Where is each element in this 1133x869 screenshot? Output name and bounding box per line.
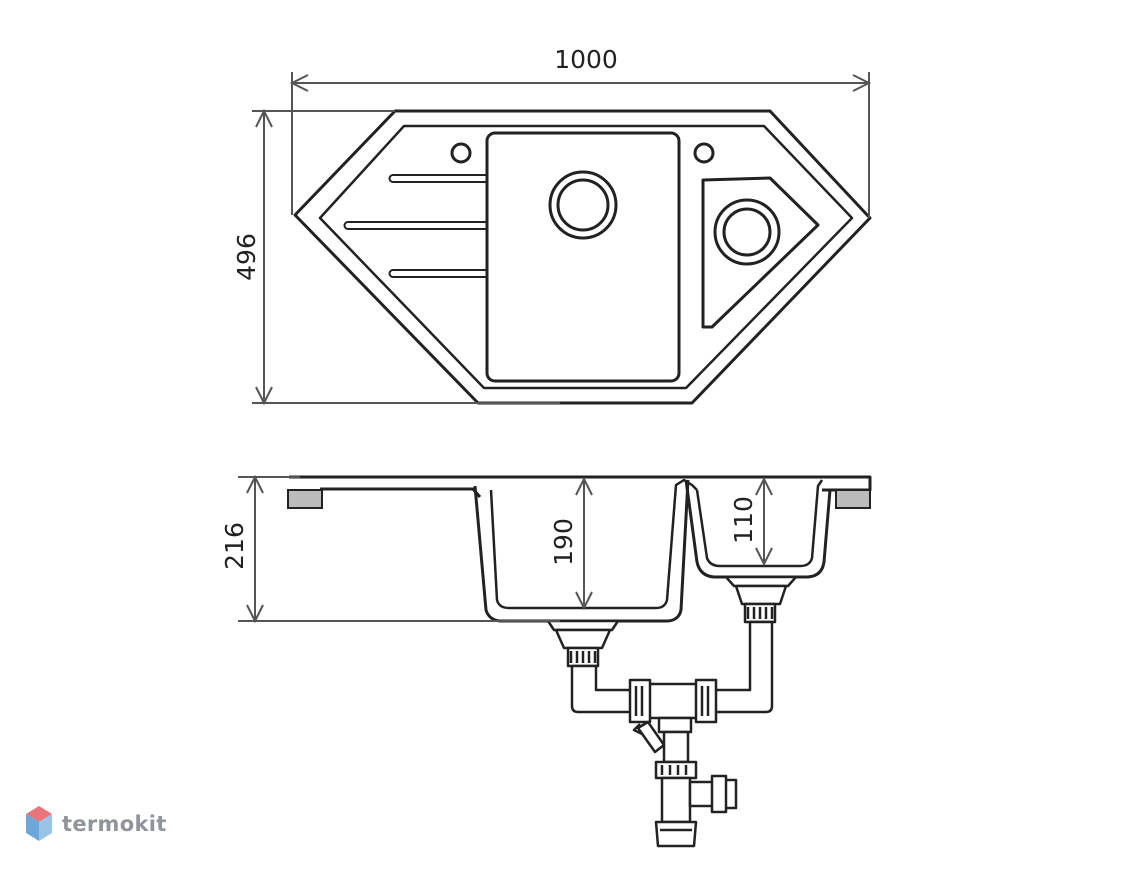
small-drain-body — [734, 584, 788, 606]
tap-hole-left — [450, 142, 472, 164]
main-bowl-outer-profile — [473, 479, 690, 623]
trap-outlet-nut — [710, 774, 728, 814]
foot-left — [287, 489, 323, 509]
bottle-trap-body — [660, 776, 692, 824]
down-pipe-nut — [657, 716, 693, 734]
small-bowl — [701, 176, 820, 329]
main-drain-fitting — [546, 619, 620, 632]
logo-text: termokit — [62, 812, 167, 836]
small-drain-fitting — [724, 575, 798, 588]
main-bowl-depth-dimension — [575, 476, 593, 611]
siphon-assembly — [546, 575, 798, 848]
small-bowl-inner-profile — [695, 479, 824, 568]
drainboard-groove-bottom — [388, 269, 487, 278]
termokit-logo-icon — [26, 806, 52, 841]
main-drain-outer — [548, 170, 618, 240]
down-pipe — [662, 730, 690, 764]
main-bowl — [485, 131, 681, 383]
main-drain-body — [554, 628, 612, 650]
tee-ring-right — [694, 678, 718, 724]
depth-dimension — [252, 108, 560, 406]
height-dimension — [238, 474, 560, 624]
sink-inner-rim — [318, 124, 854, 390]
trap-bottom-cap — [654, 820, 698, 848]
main-drain-inner — [556, 178, 610, 232]
foot-right — [835, 489, 871, 509]
drainboard-groove-top — [388, 174, 487, 183]
termokit-logo: termokit — [24, 805, 167, 843]
sink-outer-contour — [293, 109, 872, 405]
width-label: 1000 — [554, 45, 618, 74]
height-label: 216 — [220, 522, 249, 570]
tee-ring-left — [628, 678, 652, 724]
tap-hole-right — [693, 142, 715, 164]
drainboard-profile — [320, 487, 482, 498]
drainboard-groove-middle — [343, 221, 487, 230]
dishwasher-nozzle — [636, 720, 666, 754]
width-dimension — [289, 72, 872, 218]
small-drain-outer — [713, 198, 781, 266]
top-view — [293, 109, 872, 405]
small-drain-inner — [722, 207, 772, 257]
depth-label: 496 — [232, 233, 261, 281]
small-bowl-depth-dimension — [755, 476, 773, 567]
main-bowl-depth-label: 190 — [549, 518, 578, 566]
main-bowl-inner-profile — [489, 478, 698, 610]
mounting-feet — [287, 489, 871, 509]
small-bowl-depth-label: 110 — [729, 496, 758, 544]
